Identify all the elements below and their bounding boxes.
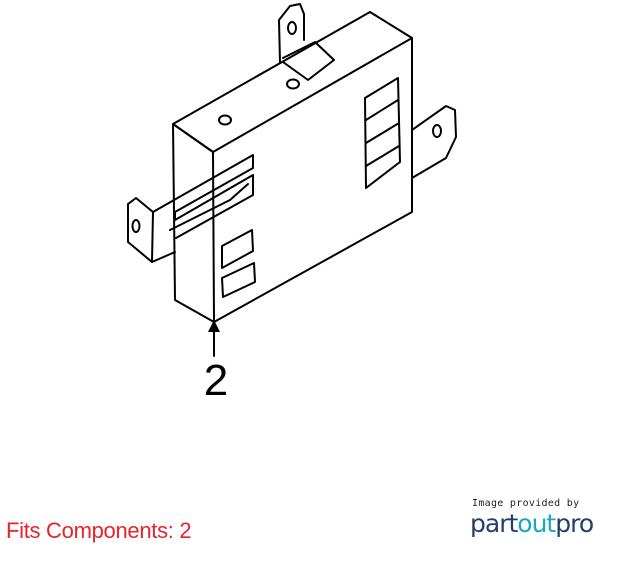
control-module-drawing: 2 [127, 3, 457, 405]
partoutpro-logo: partoutpro [470, 510, 630, 538]
callout-arrowhead [208, 320, 220, 332]
brand-pro: pro [555, 509, 594, 538]
connector-pockets [221, 77, 401, 298]
module-housing [172, 11, 413, 323]
top-mounting-tab [278, 3, 335, 81]
callout-number: 2 [204, 356, 228, 405]
left-bracket [127, 154, 254, 263]
parts-diagram: 2 [127, 3, 457, 405]
fits-components-label: Fits Components: 2 [6, 518, 192, 543]
image-credit: Image provided by partoutpro [470, 498, 630, 538]
right-mounting-tab [411, 105, 457, 179]
brand-out: out [517, 509, 556, 538]
brand-part: part [470, 509, 518, 538]
image-provided-by-text: Image provided by [472, 498, 580, 509]
